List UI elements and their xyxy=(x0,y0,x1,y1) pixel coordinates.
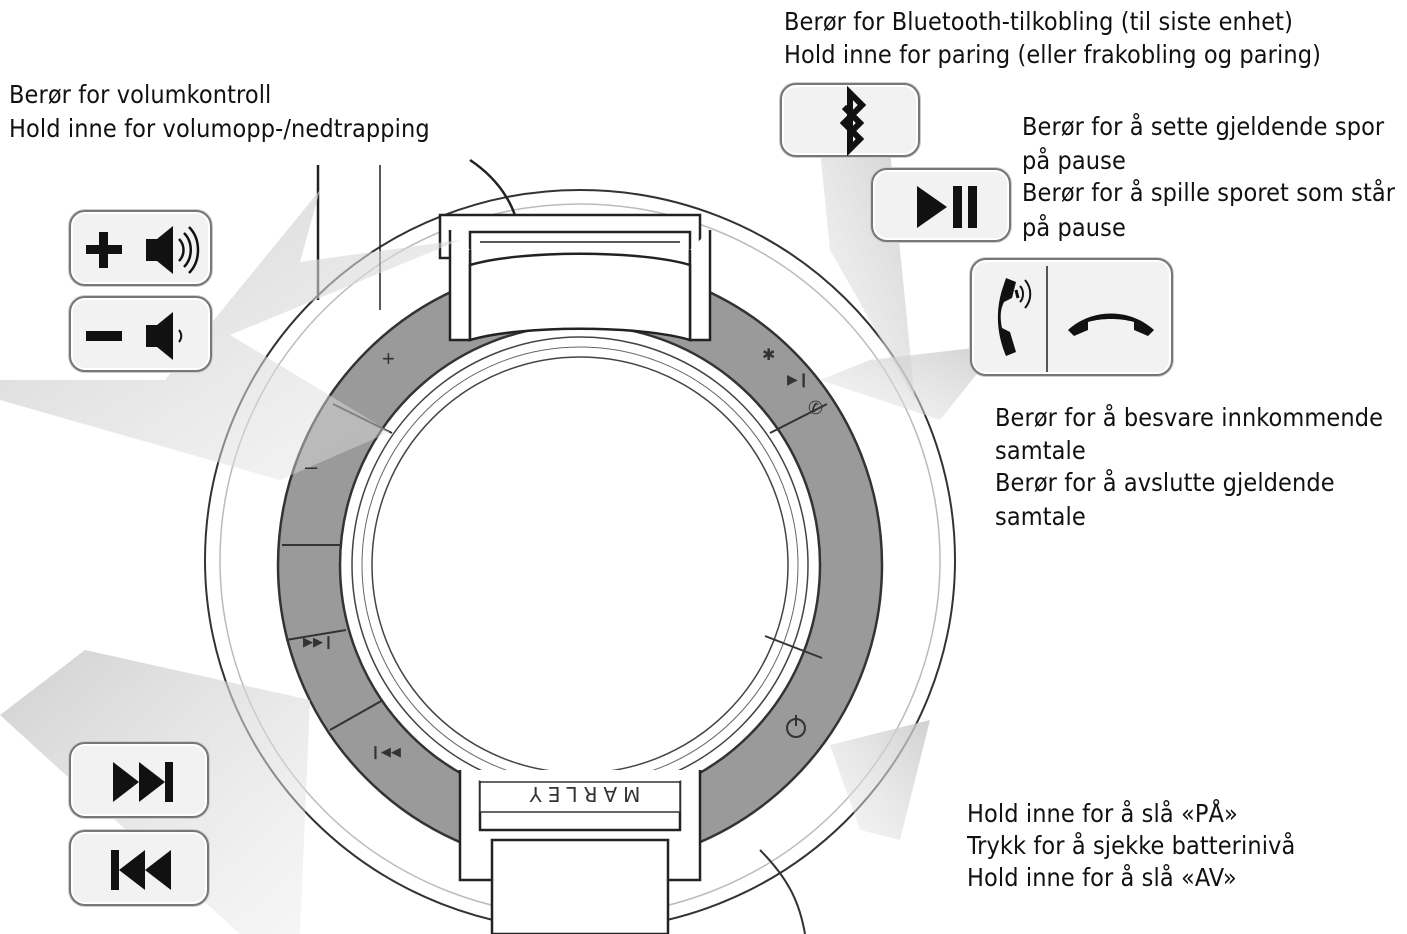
previous-track-button[interactable] xyxy=(69,830,209,906)
next-track-icon xyxy=(113,762,173,802)
control-ring xyxy=(276,261,884,869)
volume-text-2: Hold inne for volumopp-/nedtrapping xyxy=(9,114,430,143)
playpause-text-1: Berør for å sette gjeldende spor xyxy=(1022,112,1385,141)
brand-plate xyxy=(479,781,681,813)
power-text-2: Trykk for å sjekke batterinivå xyxy=(967,831,1296,860)
play-pause-icon xyxy=(917,186,977,228)
pointer-volume xyxy=(0,190,460,480)
call-button-icons xyxy=(997,266,1154,372)
ring-bluetooth-icon: ✱ xyxy=(762,347,775,364)
ring-phone-icon: ✆ xyxy=(808,398,823,418)
ring-icons: + – ✱ ▶❙ ✆ ▶▶❙ ❙◀◀ xyxy=(303,346,823,760)
bluetooth-text-1: Berør for Bluetooth-tilkobling (til sist… xyxy=(784,7,1293,36)
volume-up-button[interactable] xyxy=(69,210,212,286)
ring-prev-icon: ❙◀◀ xyxy=(370,744,401,760)
playpause-text-4: på pause xyxy=(1022,213,1126,242)
play-pause-button[interactable] xyxy=(871,168,1011,242)
volume-text-1: Berør for volumkontroll xyxy=(9,80,272,109)
power-text-3: Hold inne for å slå «AV» xyxy=(967,863,1237,892)
call-text-4: samtale xyxy=(995,502,1086,531)
pointer-call xyxy=(820,345,1000,420)
volume-down-icon xyxy=(86,312,183,360)
pointer-power xyxy=(830,720,930,840)
call-text-3: Berør for å avslutte gjeldende xyxy=(995,468,1335,497)
previous-track-icon xyxy=(111,850,171,890)
brand-label: MARLEY xyxy=(523,782,641,806)
volume-down-button[interactable] xyxy=(69,296,212,372)
top-bridge xyxy=(448,230,712,342)
cable xyxy=(759,849,806,934)
playpause-text-3: Berør for å spille sporet som står xyxy=(1022,178,1396,207)
ring-minus-label: – xyxy=(305,454,318,479)
call-text-2: samtale xyxy=(995,436,1086,465)
call-button[interactable] xyxy=(970,258,1173,376)
phone-answer-icon xyxy=(997,278,1032,356)
next-track-button[interactable] xyxy=(69,742,209,818)
volume-up-icon xyxy=(86,226,200,274)
bluetooth-text-2: Hold inne for paring (eller frakobling o… xyxy=(784,40,1321,69)
ring-plus-label: + xyxy=(382,346,395,371)
phone-hangup-icon xyxy=(1068,313,1154,336)
bluetooth-button[interactable] xyxy=(780,83,920,157)
ring-next-icon: ▶▶❙ xyxy=(303,634,334,650)
ring-playpause-icon: ▶❙ xyxy=(787,371,810,388)
bluetooth-icon xyxy=(839,85,867,157)
playpause-text-2: på pause xyxy=(1022,146,1126,175)
call-text-1: Berør for å besvare innkommende xyxy=(995,403,1384,432)
power-text-1: Hold inne for å slå «PÅ» xyxy=(967,799,1238,828)
